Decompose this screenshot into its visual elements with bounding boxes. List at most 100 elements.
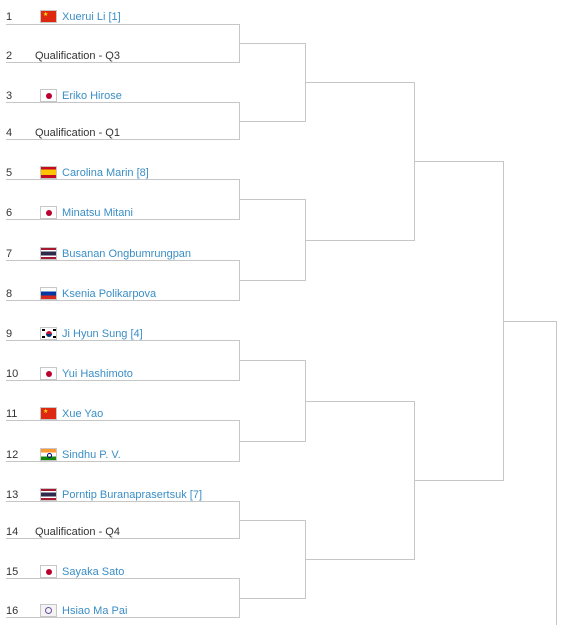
china-flag-icon: ★ bbox=[40, 407, 57, 420]
bracket-line bbox=[414, 161, 504, 162]
bracket-line bbox=[414, 480, 504, 481]
seed-number: 15 bbox=[6, 566, 19, 578]
draw-entry: 10 Yui Hashimoto bbox=[0, 367, 300, 381]
seed-number: 8 bbox=[6, 288, 13, 300]
flag-taeguk bbox=[46, 331, 52, 337]
seed-number: 10 bbox=[6, 368, 19, 380]
bracket-line bbox=[239, 199, 306, 200]
flag-trigram bbox=[53, 329, 56, 331]
china-flag-icon: ★ bbox=[40, 10, 57, 23]
player-link[interactable]: Porntip Buranaprasertsuk [7] bbox=[62, 489, 203, 501]
bracket-line bbox=[6, 102, 240, 103]
draw-entry: 6 Minatsu Mitani bbox=[0, 206, 300, 220]
flag-disc bbox=[46, 93, 52, 99]
draw-entry: 3 Eriko Hirose bbox=[0, 89, 300, 103]
japan-flag-icon bbox=[40, 206, 57, 219]
player-link[interactable]: Yui Hashimoto bbox=[62, 368, 133, 380]
draw-entry: 5 Carolina Marin [8] bbox=[0, 166, 300, 180]
seed-number: 12 bbox=[6, 449, 19, 461]
seed-number: 16 bbox=[6, 605, 19, 617]
bracket-line bbox=[6, 24, 240, 25]
bracket-line bbox=[6, 380, 240, 381]
bracket-line bbox=[305, 82, 415, 83]
draw-entry: 14 Qualification - Q4 bbox=[0, 525, 300, 539]
thailand-flag-icon bbox=[40, 247, 57, 260]
bracket-line bbox=[6, 260, 240, 261]
seed-number: 14 bbox=[6, 526, 19, 538]
bracket-line bbox=[556, 321, 557, 625]
flag-chakra bbox=[47, 453, 52, 458]
draw-entry: 2 Qualification - Q3 bbox=[0, 49, 300, 63]
bracket-line bbox=[239, 520, 306, 521]
draw-entry: 8 Ksenia Polikarpova bbox=[0, 287, 300, 301]
qualifier-placeholder: Qualification - Q4 bbox=[35, 526, 120, 538]
draw-entry: 16 Hsiao Ma Pai bbox=[0, 604, 300, 618]
korea-flag-icon bbox=[40, 327, 57, 340]
bracket-line bbox=[6, 538, 240, 539]
bracket-line bbox=[239, 280, 306, 281]
player-link[interactable]: Minatsu Mitani bbox=[62, 207, 133, 219]
japan-flag-icon bbox=[40, 89, 57, 102]
flag-trigram bbox=[42, 329, 45, 331]
flag-trigram bbox=[42, 336, 45, 338]
bracket-line bbox=[503, 321, 557, 322]
bracket-line bbox=[6, 62, 240, 63]
player-link[interactable]: Xuerui Li [1] bbox=[62, 11, 121, 23]
seed-number: 11 bbox=[6, 408, 18, 420]
bracket-line bbox=[6, 420, 240, 421]
qualifier-placeholder: Qualification - Q3 bbox=[35, 50, 120, 62]
seed-number: 2 bbox=[6, 50, 13, 62]
draw-entry: 11 ★ Xue Yao bbox=[0, 407, 300, 421]
seed-number: 1 bbox=[6, 11, 13, 23]
india-flag-icon bbox=[40, 448, 57, 461]
bracket-line bbox=[6, 461, 240, 462]
player-link[interactable]: Eriko Hirose bbox=[62, 90, 122, 102]
seed-number: 4 bbox=[6, 127, 13, 139]
flag-disc bbox=[46, 371, 52, 377]
player-link[interactable]: Xue Yao bbox=[62, 408, 104, 420]
japan-flag-icon bbox=[40, 367, 57, 380]
bracket-line bbox=[6, 300, 240, 301]
seed-number: 6 bbox=[6, 207, 13, 219]
player-link[interactable]: Sindhu P. V. bbox=[62, 449, 121, 461]
bracket-line bbox=[239, 360, 306, 361]
bracket-line bbox=[305, 559, 415, 560]
draw-entry: 7 Busanan Ongbumrungpan bbox=[0, 247, 300, 261]
seed-number: 13 bbox=[6, 489, 19, 501]
bracket-line bbox=[6, 501, 240, 502]
player-link[interactable]: Busanan Ongbumrungpan bbox=[62, 248, 192, 260]
player-link[interactable]: Ksenia Polikarpova bbox=[62, 288, 157, 300]
player-link[interactable]: Sayaka Sato bbox=[62, 566, 125, 578]
chinese-taipei-flag-icon bbox=[40, 604, 57, 617]
bracket-line bbox=[6, 340, 240, 341]
player-link[interactable]: Carolina Marin [8] bbox=[62, 167, 149, 179]
flag-trigram bbox=[53, 336, 56, 338]
flag-emblem bbox=[45, 607, 52, 614]
bracket-line bbox=[305, 401, 415, 402]
seed-number: 7 bbox=[6, 248, 13, 260]
spain-flag-icon bbox=[40, 166, 57, 179]
russia-flag-icon bbox=[40, 287, 57, 300]
bracket-line bbox=[239, 43, 306, 44]
seed-number: 5 bbox=[6, 167, 13, 179]
seed-number: 3 bbox=[6, 90, 13, 102]
draw-entry: 15 Sayaka Sato bbox=[0, 565, 300, 579]
bracket-line bbox=[6, 617, 240, 618]
bracket-line bbox=[6, 219, 240, 220]
flag-star: ★ bbox=[43, 12, 49, 18]
flag-disc bbox=[46, 569, 52, 575]
flag-disc bbox=[46, 210, 52, 216]
player-link[interactable]: Hsiao Ma Pai bbox=[62, 605, 128, 617]
player-link[interactable]: Ji Hyun Sung [4] bbox=[62, 328, 143, 340]
bracket-line bbox=[305, 240, 415, 241]
japan-flag-icon bbox=[40, 565, 57, 578]
bracket-line bbox=[6, 139, 240, 140]
draw-entry: 13 Porntip Buranaprasertsuk [7] bbox=[0, 488, 300, 502]
bracket-line bbox=[6, 179, 240, 180]
qualifier-placeholder: Qualification - Q1 bbox=[35, 127, 120, 139]
bracket-line bbox=[239, 598, 306, 599]
bracket-line bbox=[6, 578, 240, 579]
flag-star: ★ bbox=[43, 409, 49, 415]
